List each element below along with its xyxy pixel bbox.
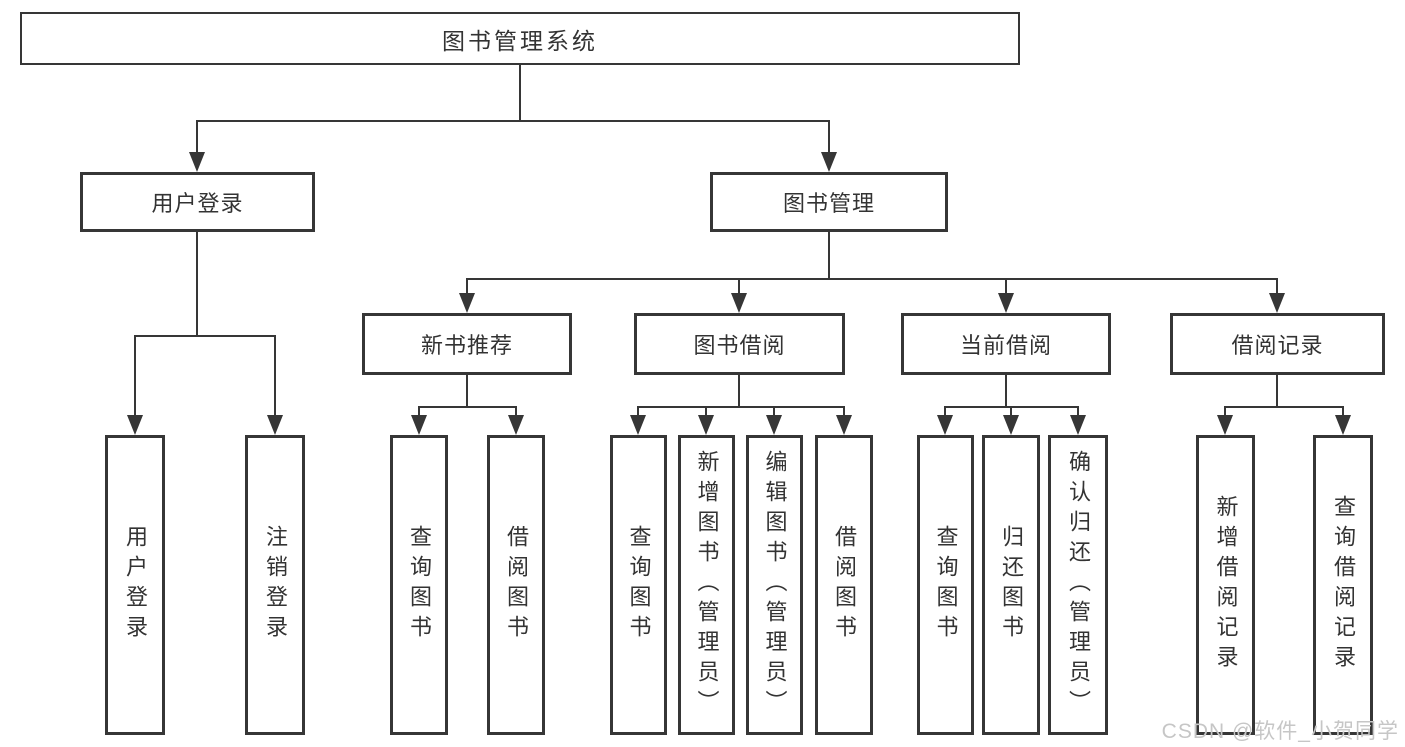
connector-line [1005,278,1007,295]
node-label: 新增图书（管理员） [694,450,720,720]
node-new-book-recommend: 新书推荐 [362,313,572,375]
leaf-return-books: 归还图书 [982,435,1040,735]
arrowhead-icon [1217,415,1233,435]
connector-line [1010,406,1012,417]
arrowhead-icon [411,415,427,435]
node-library-management-system: 图书管理系统 [20,12,1020,65]
connector-line [1077,406,1079,417]
node-label: 借阅图书 [504,525,529,645]
connector-line [828,232,830,278]
arrowhead-icon [731,293,747,313]
arrowhead-icon [630,415,646,435]
leaf-edit-books-admin: 编辑图书（管理员） [746,435,803,735]
leaf-confirm-return-admin: 确认归还（管理员） [1048,435,1108,735]
connector-line [944,406,946,417]
leaf-query-books-recommend: 查询图书 [390,435,448,735]
connector-line [134,335,136,417]
node-label: 查询图书 [933,525,959,645]
node-label: 编辑图书（管理员） [762,450,788,720]
connector-line [196,120,830,122]
connector-line [196,232,198,335]
connector-line [705,406,707,417]
connector-line [637,406,845,408]
arrowhead-icon [267,415,283,435]
connector-line [466,278,468,295]
arrowhead-icon [508,415,524,435]
node-label: 当前借阅 [959,333,1052,358]
connector-line [1342,406,1344,417]
leaf-borrow-books-recommend: 借阅图书 [487,435,545,735]
leaf-add-books-admin: 新增图书（管理员） [678,435,735,735]
node-book-management: 图书管理 [710,172,948,232]
connector-line [738,278,740,295]
arrowhead-icon [766,415,782,435]
node-current-borrowing: 当前借阅 [901,313,1111,375]
connector-line [274,335,276,417]
arrowhead-icon [698,415,714,435]
connector-line [196,120,198,154]
connector-line [466,278,1278,280]
leaf-query-books-borrowing: 查询图书 [610,435,667,735]
node-label: 新增借阅记录 [1213,495,1239,675]
arrowhead-icon [127,415,143,435]
connector-line [1224,406,1226,417]
leaf-user-login: 用户登录 [105,435,165,735]
connector-line [1276,375,1278,406]
node-label: 用户登录 [123,525,148,645]
node-label: 注销登录 [263,525,288,645]
connector-line [637,406,639,417]
node-label: 用户登录 [151,191,244,216]
connector-line [1005,375,1007,406]
node-label: 确认归还（管理员） [1066,450,1091,720]
connector-line [418,406,420,417]
node-book-borrowing: 图书借阅 [634,313,845,375]
node-label: 查询图书 [407,525,432,645]
leaf-logout: 注销登录 [245,435,305,735]
connector-line [843,406,845,417]
node-label: 借阅图书 [832,525,857,645]
node-label: 查询借阅记录 [1331,495,1356,675]
connector-line [515,406,517,417]
arrowhead-icon [1003,415,1019,435]
node-label: 图书借阅 [693,333,786,358]
arrowhead-icon [189,152,205,172]
arrowhead-icon [459,293,475,313]
leaf-query-borrow-record: 查询借阅记录 [1313,435,1373,735]
node-label: 图书管理 [782,191,875,216]
leaf-borrow-books: 借阅图书 [815,435,873,735]
arrowhead-icon [836,415,852,435]
connector-line [1224,406,1344,408]
connector-line [1276,278,1278,295]
arrowhead-icon [1070,415,1086,435]
connector-line [134,335,276,337]
connector-line [466,375,468,406]
node-borrowing-records: 借阅记录 [1170,313,1385,375]
node-label: 图书管理系统 [442,27,598,54]
connector-line [519,65,521,120]
arrowhead-icon [1269,293,1285,313]
node-label: 归还图书 [999,525,1024,645]
connector-line [828,120,830,154]
leaf-add-borrow-record: 新增借阅记录 [1196,435,1255,735]
arrowhead-icon [998,293,1014,313]
arrowhead-icon [821,152,837,172]
connector-line [418,406,517,408]
csdn-watermark: CSDN @软件_小贺同学 [1161,720,1399,743]
arrowhead-icon [1335,415,1351,435]
node-label: 借阅记录 [1231,333,1324,358]
connector-line [773,406,775,417]
node-user-login: 用户登录 [80,172,315,232]
leaf-query-books-current: 查询图书 [917,435,974,735]
node-label: 新书推荐 [420,333,513,358]
connector-line [738,375,740,406]
arrowhead-icon [937,415,953,435]
node-label: 查询图书 [626,525,652,645]
